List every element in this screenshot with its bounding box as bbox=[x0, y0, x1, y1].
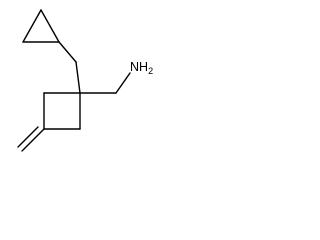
cyclopropyl-ring bbox=[22, 9, 60, 43]
bond-cp-to-ch2 bbox=[58, 41, 77, 63]
bond-cp-a-b bbox=[22, 9, 42, 43]
methylene-double-bond bbox=[17, 126, 45, 152]
chemical-structure: NH2 bbox=[17, 9, 153, 152]
bond-cp-b-c bbox=[40, 9, 60, 43]
cyclobutane-ring bbox=[43, 92, 81, 130]
bond-ch2-to-n bbox=[115, 72, 131, 94]
amine-label: NH2 bbox=[130, 60, 153, 76]
bond-ch2-to-quaternary bbox=[75, 61, 81, 94]
